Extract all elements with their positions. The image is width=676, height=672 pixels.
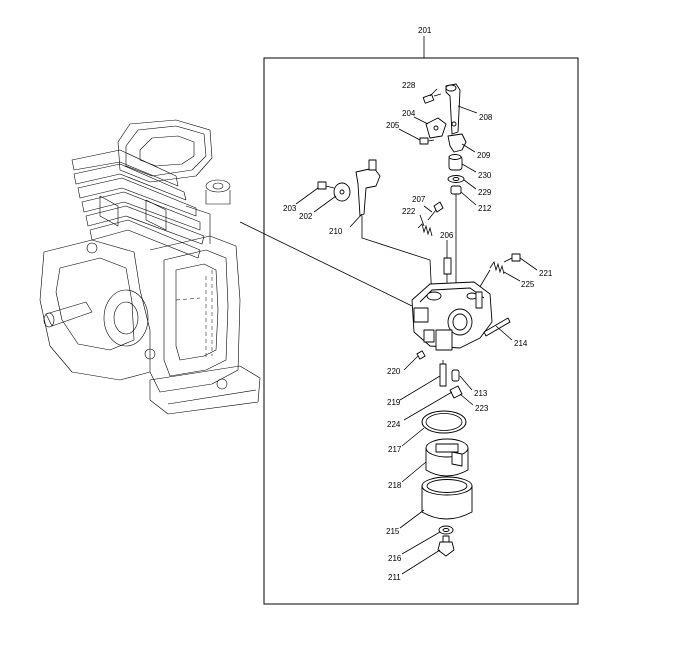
part-211-bolt (437, 535, 455, 557)
part-208-lever (445, 83, 461, 135)
callout-215: 215 (386, 527, 400, 536)
part-225-spring (477, 261, 505, 291)
callout-211: 211 (388, 573, 401, 582)
callout-229: 229 (478, 188, 492, 197)
engine-to-carburetor-leader (239, 221, 413, 307)
part-215-bowl (421, 476, 473, 520)
part-204-plate (425, 117, 447, 139)
callout-208: 208 (479, 113, 493, 122)
part-210-shaft (355, 159, 433, 301)
part-207-screw (427, 201, 444, 221)
callout-214: 214 (514, 339, 528, 348)
callout-217: 217 (388, 445, 402, 454)
callout-224: 224 (387, 420, 401, 429)
part-223-fitting (449, 385, 463, 399)
callout-218: 218 (388, 481, 402, 490)
callout-209: 209 (477, 151, 491, 160)
part-217-gasket (421, 410, 467, 434)
part-221-screw (503, 253, 521, 263)
part-203-screw (317, 181, 335, 190)
part-218-float (425, 438, 469, 477)
callout-220: 220 (387, 367, 401, 376)
part-209-collar (447, 133, 467, 153)
callout-212: 212 (478, 204, 492, 213)
part-228-screw (422, 93, 442, 104)
callout-205: 205 (386, 121, 400, 130)
callout-204: 204 (402, 109, 416, 118)
callout-225: 225 (521, 280, 535, 289)
part-216-washer (438, 525, 454, 535)
assembly-frame (263, 57, 579, 605)
part-220-jet (416, 350, 426, 360)
callout-206: 206 (440, 231, 454, 240)
part-229-washer (447, 175, 465, 183)
callout-213: 213 (474, 389, 488, 398)
callout-221: 221 (539, 269, 553, 278)
part-carburetor-body (411, 281, 493, 351)
part-212-seal (450, 185, 462, 300)
callout-230: 230 (478, 171, 492, 180)
callout-219: 219 (387, 398, 401, 407)
callout-203: 203 (283, 204, 297, 213)
callout-216: 216 (388, 554, 402, 563)
callout-210: 210 (329, 227, 343, 236)
engine-illustration (39, 119, 261, 415)
part-230-bushing (448, 154, 463, 171)
part-219-bolt (439, 360, 447, 387)
callout-202: 202 (299, 212, 313, 221)
part-213-jet (451, 369, 460, 382)
part-202-plate (333, 182, 351, 202)
callout-leaders (295, 88, 538, 575)
callout-222: 222 (402, 207, 416, 216)
part-205-screw (419, 137, 435, 145)
callout-207: 207 (412, 195, 426, 204)
part-222-spring (417, 223, 433, 237)
assembly-number: 201 (418, 26, 432, 35)
callout-223: 223 (475, 404, 489, 413)
callout-228: 228 (402, 81, 416, 90)
